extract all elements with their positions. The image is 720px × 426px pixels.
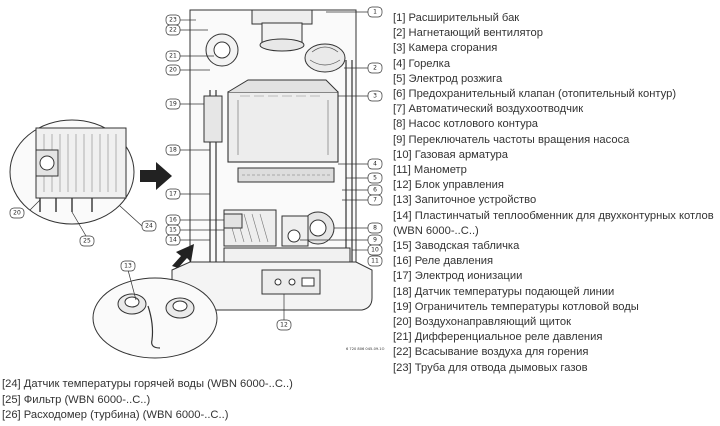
legend-item: [21] Дифференциальное реле давления xyxy=(393,331,603,344)
legend-item: [5] Электрод розжига xyxy=(393,72,503,85)
arrows xyxy=(140,162,194,268)
svg-text:7: 7 xyxy=(373,197,377,204)
legend-item: [18] Датчик температуры подающей линии xyxy=(393,285,615,298)
callouts-inset: 20 25 24 xyxy=(9,207,157,247)
svg-text:10: 10 xyxy=(371,247,379,254)
svg-text:18: 18 xyxy=(169,147,177,154)
svg-text:3: 3 xyxy=(373,93,377,100)
callout-20b: 20 xyxy=(9,207,25,219)
legend-item: [24] Датчик температуры горячей воды (WB… xyxy=(2,378,293,390)
callout-24b: 24 xyxy=(141,220,157,232)
svg-text:17: 17 xyxy=(169,191,177,198)
callout-21: 21 xyxy=(165,50,181,62)
callout-10: 10 xyxy=(367,244,383,256)
callout-17: 17 xyxy=(165,188,181,200)
svg-text:12: 12 xyxy=(280,322,288,329)
callout-1: 1 xyxy=(367,6,383,18)
svg-text:23: 23 xyxy=(169,17,177,24)
legend-item: [17] Электрод ионизации xyxy=(393,270,523,283)
legend-item: [13] Запиточное устройство xyxy=(393,194,537,207)
legend-item: [20] Воздухонаправляющий щиток xyxy=(393,316,571,329)
legend-item: [2] Нагнетающий вентилятор xyxy=(393,27,543,40)
legend-item: [14] Пластинчатый теплообменник для двух… xyxy=(393,209,714,237)
svg-text:11: 11 xyxy=(371,258,379,265)
legend-item: [16] Реле давления xyxy=(393,255,494,268)
svg-text:25: 25 xyxy=(83,238,91,245)
callout-9: 9 xyxy=(367,234,383,246)
callout-19: 19 xyxy=(165,98,181,110)
legend-item: [8] Насос котлового контура xyxy=(393,118,539,131)
svg-text:15: 15 xyxy=(169,227,177,234)
svg-text:19: 19 xyxy=(169,101,177,108)
callout-11: 11 xyxy=(367,255,383,267)
callout-4: 4 xyxy=(367,158,383,170)
svg-text:2: 2 xyxy=(373,65,377,72)
svg-text:9: 9 xyxy=(373,237,377,244)
legend-item: [25] Фильтр (WBN 6000-..C..) xyxy=(2,393,151,406)
callouts-left: 23 22 21 20 19 18 17 16 15 14 12 13 xyxy=(120,14,292,331)
legend-item: [23] Труба для отвода дымовых газов xyxy=(393,361,588,374)
boiler-housing xyxy=(171,9,373,311)
callout-23: 23 xyxy=(165,14,181,26)
parts-legend: [1] Расширительный бак [2] Нагнетающий в… xyxy=(393,11,718,376)
callout-6: 6 xyxy=(367,184,383,196)
svg-text:20: 20 xyxy=(169,67,177,74)
svg-text:5: 5 xyxy=(373,175,377,182)
callout-15: 15 xyxy=(165,224,181,236)
svg-text:14: 14 xyxy=(169,237,177,244)
callout-22: 22 xyxy=(165,24,181,36)
legend-item: [15] Заводская табличка xyxy=(393,240,520,253)
legend-item: [10] Газовая арматура xyxy=(393,148,508,161)
legend-item: [9] Переключатель частоты вращения насос… xyxy=(393,133,630,146)
legend-item: [1] Расширительный бак xyxy=(393,12,520,24)
drawing-code: 6 720 806 045-09.1O xyxy=(346,347,385,351)
legend-item: [6] Предохранительный клапан (отопительн… xyxy=(393,88,677,101)
svg-text:1: 1 xyxy=(373,9,377,16)
parts-legend-bottom: [24] Датчик температуры горячей воды (WB… xyxy=(2,377,293,424)
svg-text:21: 21 xyxy=(169,53,177,60)
callouts-right: 1 2 3 4 5 6 7 8 9 10 11 xyxy=(367,6,383,267)
svg-text:24: 24 xyxy=(145,223,153,230)
boiler-cutaway-diagram: 1 2 3 4 5 6 7 8 9 10 11 23 22 21 20 19 1… xyxy=(9,6,385,359)
callout-7: 7 xyxy=(367,194,383,206)
callout-8: 8 xyxy=(367,222,383,234)
inset-fill-device xyxy=(92,277,218,359)
svg-text:8: 8 xyxy=(373,225,377,232)
callout-14: 14 xyxy=(165,234,181,246)
legend-item: [26] Расходомер (турбина) (WBN 6000-..C.… xyxy=(2,409,229,422)
callout-13: 13 xyxy=(120,260,136,272)
callout-25: 25 xyxy=(79,235,95,247)
callout-3: 3 xyxy=(367,90,383,102)
callout-18: 18 xyxy=(165,144,181,156)
legend-item: [4] Горелка xyxy=(393,57,451,70)
legend-item: [19] Ограничитель температуры котловой в… xyxy=(393,300,639,313)
svg-text:20: 20 xyxy=(13,210,21,217)
svg-text:6: 6 xyxy=(373,187,377,194)
legend-item: [11] Манометр xyxy=(393,164,467,177)
callout-2: 2 xyxy=(367,62,383,74)
legend-item: [3] Камера сгорания xyxy=(393,42,498,55)
svg-text:13: 13 xyxy=(124,263,132,270)
leader-lines xyxy=(29,11,368,320)
callout-5: 5 xyxy=(367,172,383,184)
svg-text:4: 4 xyxy=(373,161,377,168)
svg-text:16: 16 xyxy=(169,217,177,224)
legend-item: [12] Блок управления xyxy=(393,179,504,192)
callout-16: 16 xyxy=(165,214,181,226)
legend-item: [22] Всасывание воздуха для горения xyxy=(393,346,589,359)
legend-item: [7] Автоматический воздухоотводчик xyxy=(393,103,584,116)
callout-20: 20 xyxy=(165,64,181,76)
svg-text:22: 22 xyxy=(169,27,177,34)
callout-12: 12 xyxy=(276,319,292,331)
inset-heat-exchanger xyxy=(9,119,135,225)
